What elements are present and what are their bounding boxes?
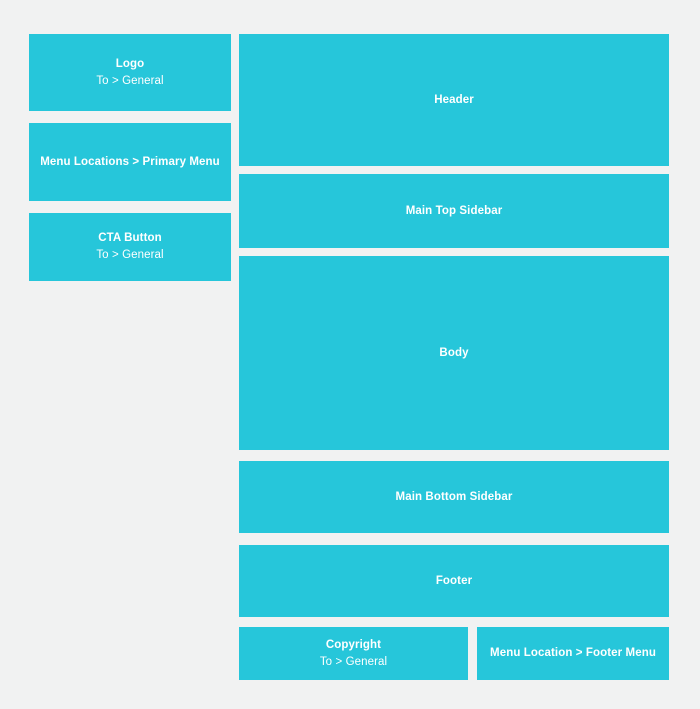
block-body-title: Body bbox=[439, 346, 469, 359]
block-copyright-title: Copyright bbox=[325, 638, 382, 651]
block-header[interactable]: Header bbox=[239, 34, 669, 166]
block-copyright[interactable]: Copyright To > General bbox=[239, 627, 468, 680]
block-footer-menu-title: Menu Location > Footer Menu bbox=[490, 647, 656, 660]
block-footer-title: Footer bbox=[435, 574, 473, 587]
block-logo-subtitle: To > General bbox=[96, 74, 164, 87]
block-header-title: Header bbox=[434, 93, 474, 106]
block-footer[interactable]: Footer bbox=[239, 545, 669, 617]
block-copyright-subtitle: To > General bbox=[319, 655, 388, 668]
block-main-top-sidebar[interactable]: Main Top Sidebar bbox=[239, 174, 669, 248]
block-primary-menu-title: Menu Locations > Primary Menu bbox=[40, 155, 220, 168]
block-primary-menu[interactable]: Menu Locations > Primary Menu bbox=[29, 123, 231, 201]
block-logo-title: Logo bbox=[115, 57, 145, 70]
block-main-bottom-sidebar-title: Main Bottom Sidebar bbox=[395, 490, 513, 503]
block-main-top-sidebar-title: Main Top Sidebar bbox=[405, 204, 503, 217]
block-cta-button-subtitle: To > General bbox=[96, 249, 164, 261]
block-main-bottom-sidebar[interactable]: Main Bottom Sidebar bbox=[239, 461, 669, 533]
block-logo[interactable]: Logo To > General bbox=[29, 34, 231, 111]
block-footer-menu[interactable]: Menu Location > Footer Menu bbox=[477, 627, 669, 680]
block-cta-button[interactable]: CTA Button To > General bbox=[29, 213, 231, 281]
block-body[interactable]: Body bbox=[239, 256, 669, 450]
block-cta-button-title: CTA Button bbox=[98, 232, 162, 245]
